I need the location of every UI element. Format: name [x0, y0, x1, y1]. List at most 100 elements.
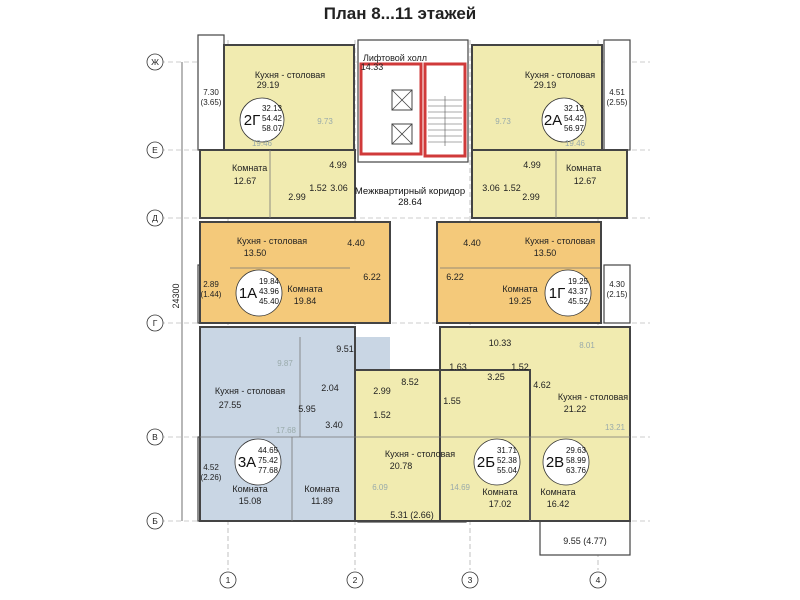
apt-2v-room-area: 16.42	[547, 499, 570, 509]
apt-2g: Кухня - столовая 29.19 2Г 32.13 54.42 58…	[232, 70, 348, 202]
apt-2g-code: 2Г	[244, 112, 260, 129]
apt-1g-area-living: 19.25	[568, 277, 589, 286]
apt-2b-code: 2Б	[477, 454, 495, 471]
axis-label-zh: Ж	[151, 57, 159, 67]
apt-2b-kitchen-area: 20.78	[390, 461, 413, 471]
axis-marker-b	[146, 512, 164, 530]
dim-left-bot-b: (2.26)	[201, 473, 222, 482]
apt-2a-badge	[541, 97, 587, 143]
apt-3a-faint-b: 17.68	[276, 426, 297, 435]
axis-marker-3	[461, 571, 479, 589]
apt-3a-badge	[234, 438, 282, 486]
apt-2a-hall: 4.99	[523, 160, 541, 170]
axis-marker-d	[146, 209, 164, 227]
apt-2g-area-full: 58.07	[262, 124, 283, 133]
total-dimension-label: 24300	[171, 283, 181, 308]
apt-3a-kitchen-area: 27.55	[219, 400, 242, 410]
apt-2g-faint: 19.46	[252, 139, 273, 148]
apt-1g-room-area: 19.25	[509, 296, 532, 306]
apt-2a-faint: 19.46	[565, 139, 586, 148]
apt-2a-room-area: 12.67	[574, 176, 597, 186]
dim-left-mid-b: (1.44)	[201, 290, 222, 299]
dim-bottom-mid: 5.31 (2.66)	[390, 510, 434, 520]
axis-marker-4	[589, 571, 607, 589]
apt-2b-area-living: 31.71	[497, 446, 518, 455]
apt-2a-balcony: 9.73	[495, 117, 511, 126]
corridor-label: Межквартирный коридор	[355, 186, 465, 197]
apt-2a-store: 3.06	[482, 183, 500, 193]
apt-2b-area-full: 55.04	[497, 466, 518, 475]
apt-3a-room2-label: Комната	[304, 484, 339, 494]
apt-2a: Кухня - столовая 29.19 2А 32.13 54.42 56…	[482, 70, 601, 202]
apt-1a-badge	[235, 269, 283, 317]
dim-left-top-a: 7.30	[203, 88, 219, 97]
axis-marker-e	[146, 141, 164, 159]
dim-right-top-a: 4.51	[609, 88, 625, 97]
apt-3a-room1-label: Комната	[232, 484, 267, 494]
apt-2a-area-total: 54.42	[564, 114, 585, 123]
corridor-area: 28.64	[398, 197, 422, 208]
apt-3a-area-living: 44.65	[258, 446, 279, 455]
apt-2g-badge	[239, 97, 285, 143]
dim-right-mid-a: 4.30	[609, 280, 625, 289]
dim-left-mid-a: 2.89	[203, 280, 219, 289]
apt-2v-code: 2В	[546, 454, 564, 471]
apt-1a-area-living: 19.84	[259, 277, 280, 286]
apt-2b-room-area: 17.02	[489, 499, 512, 509]
axis-label-1: 1	[226, 575, 231, 585]
lift-car-1	[391, 89, 413, 111]
apt-2b-room-label: Комната	[482, 487, 517, 497]
apt-1a-kitchen-area: 13.50	[244, 248, 267, 258]
apt-1g-room-label: Комната	[502, 284, 537, 294]
apt-2v-corr: 4.62	[533, 380, 551, 390]
apt-2v-hall: 10.33	[489, 338, 512, 348]
apt-2g-wc: 1.52	[309, 183, 327, 193]
axis-label-3: 3	[468, 575, 473, 585]
apt-3a-store-a: 2.04	[321, 383, 339, 393]
apt-1a-area-full: 45.40	[259, 297, 280, 306]
apt-2v-room-label: Комната	[540, 487, 575, 497]
apt-2a-kitchen-area: 29.19	[534, 80, 557, 90]
apt-3a-corr: 5.95	[298, 404, 316, 414]
apt-2b-area-total: 52.38	[497, 456, 518, 465]
apt-3a: 9.87 9.51 Кухня - столовая 27.55 2.04 5.…	[215, 344, 354, 506]
apt-3a-code: 3А	[238, 454, 256, 471]
apt-2b-faint-b: 14.69	[450, 483, 471, 492]
stair-steps	[428, 96, 462, 146]
lift-hall-label: Лифтовой холл	[363, 53, 427, 63]
apt-2b-store: 1.55	[443, 396, 461, 406]
apt-2a-bath: 2.99	[522, 192, 540, 202]
lift-core	[357, 39, 469, 163]
apt-2v-bath: 3.25	[487, 372, 505, 382]
apt-2g-room-area: 12.67	[234, 176, 257, 186]
apt-1g-code: 1Г	[549, 285, 565, 302]
apt-3a-room1-area: 15.08	[239, 496, 262, 506]
col-axis-markers: 1 2 3 4	[219, 571, 607, 589]
axis-label-e: Е	[152, 145, 158, 155]
apt-1a-area-total: 43.96	[259, 287, 280, 296]
plan-title: План 8...11 этажей	[323, 4, 477, 23]
apt-2g-room-zone	[200, 150, 355, 218]
apt-1g-kitchen-area: 13.50	[534, 248, 557, 258]
apt-2v-area-full: 63.76	[566, 466, 587, 475]
apt-2g-hall: 4.99	[329, 160, 347, 170]
apt-2b: 8.52 2.99 1.52 1.55 Кухня - столовая 20.…	[372, 377, 521, 509]
apt-1a-code: 1А	[239, 285, 257, 302]
axis-label-d: Д	[152, 213, 158, 223]
apt-2a-kitchen-zone	[472, 45, 602, 150]
stair-shaft-outline	[423, 62, 467, 158]
axis-label-4: 4	[596, 575, 601, 585]
apt-2v-kitchen-area: 21.22	[564, 404, 587, 414]
apt-2a-area-full: 56.97	[564, 124, 585, 133]
apt-1a-corr: 6.22	[363, 272, 381, 282]
apt-2v: 10.33 8.01 1.63 3.25 1.52 4.62 Кухня - с…	[449, 338, 628, 509]
walls	[199, 44, 631, 522]
apt-1a: Кухня - столовая 13.50 4.40 6.22 1А 19.8…	[235, 236, 381, 317]
axis-marker-2	[346, 571, 364, 589]
dim-left-top-b: (3.65)	[201, 98, 222, 107]
outer-dimensions: 7.30 (3.65) 2.89 (1.44) 4.52 (2.26) 4.51…	[201, 88, 628, 546]
apt-2b-badge	[473, 438, 521, 486]
apt-2g-balcony: 9.73	[317, 117, 333, 126]
apt-1g-corr: 6.22	[446, 272, 464, 282]
